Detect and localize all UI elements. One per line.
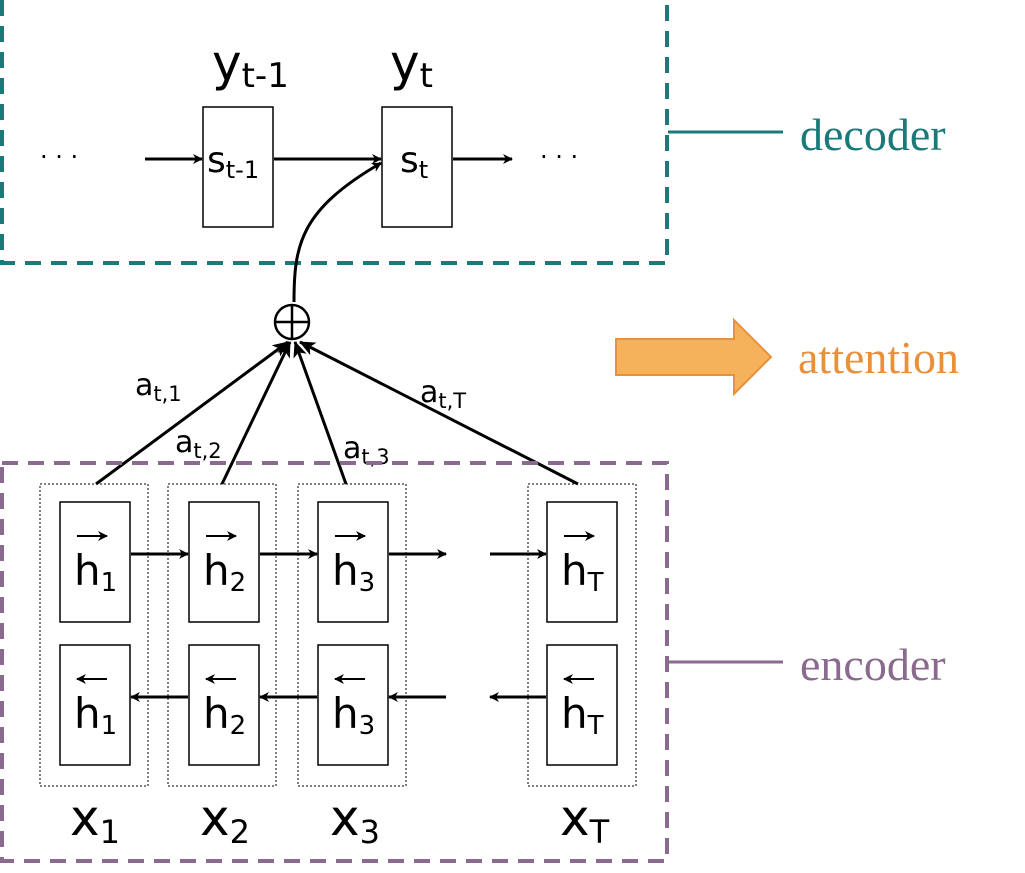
weight-label-t1: at,1 [135,368,182,406]
attention-arrow-3 [293,341,348,485]
svg-text:h1: h1 [74,689,117,741]
forward-label-T: hT [561,531,604,598]
forward-box-T [546,501,618,623]
attention-block-arrow [615,317,773,397]
weight-label-t2: at,2 [175,425,222,463]
svg-text:h1: h1 [74,546,117,598]
svg-text:hT: hT [561,546,604,598]
encoder-column-T [527,483,637,787]
decoder-state-box-t [381,106,453,228]
output-y-t-1: yt-1 [212,34,289,96]
decoder-ellipsis-left: · · · [40,143,78,171]
backward-box-2 [188,644,260,766]
attention-arrow-T [299,340,579,486]
input-xT: xT [560,789,610,851]
encoder-label: encoder [800,639,946,690]
input-x2: x2 [200,789,250,851]
forward-box-3 [317,501,389,623]
attention-label: attention [798,332,959,383]
forward-label-2: h2 [203,531,246,598]
backward-box-3 [317,644,389,766]
backward-label-3: h3 [332,674,375,741]
output-y-t: yt [390,34,433,96]
weight-label-tT: at,T [420,375,466,413]
svg-text:h2: h2 [203,546,246,598]
decoder-box [0,0,669,265]
input-x1: x1 [70,789,120,851]
svg-text:h3: h3 [332,689,375,741]
decoder-state-label-t: st [400,140,428,184]
decoder-ellipsis-right: · · · [540,143,578,171]
context-arrow [292,161,382,303]
forward-box-2 [188,501,260,623]
backward-label-2: h2 [203,674,246,741]
svg-text:h3: h3 [332,546,375,598]
attention-arrow-2 [220,341,292,485]
backward-label-1: h1 [74,674,117,741]
decoder-state-label-t-1: st-1 [207,140,259,184]
backward-label-T: hT [561,674,604,741]
svg-text:hT: hT [561,689,604,741]
decoder-label: decoder [800,109,946,160]
backward-box-T [546,644,618,766]
forward-box-1 [59,501,131,623]
encoder-box [0,461,669,863]
attention-arrow-1 [95,340,289,486]
backward-box-1 [59,644,131,766]
input-x3: x3 [330,789,380,851]
encoder-column-2 [167,483,277,787]
encoder-column-3 [297,483,407,787]
forward-label-3: h3 [332,531,375,598]
svg-text:h2: h2 [203,689,246,741]
decoder-state-box-t-1 [202,106,274,228]
encoder-column-1 [39,483,149,787]
forward-label-1: h1 [74,531,117,598]
